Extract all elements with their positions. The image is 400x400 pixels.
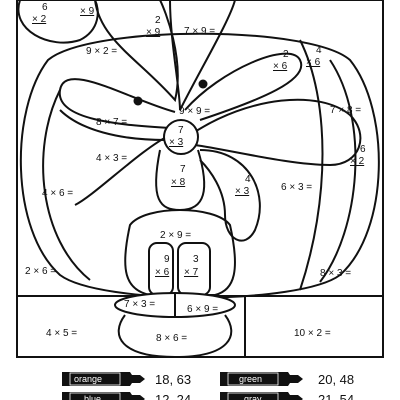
petal-right — [184, 52, 303, 121]
problem-bottom: × 6 — [155, 267, 170, 278]
problem-top: 9 — [164, 254, 170, 265]
lobe-left-2 — [59, 109, 166, 141]
problem-top: 6 — [360, 144, 366, 155]
problem-top: 6 — [42, 2, 48, 13]
key-green: green 20, 48 — [220, 372, 354, 387]
key-color-label: green — [239, 374, 262, 384]
problem-label: 4 × 5 = — [46, 328, 77, 339]
key-answers: 18, 63 — [155, 372, 191, 387]
problem-label: 4 × 3 = — [96, 153, 127, 164]
problem-label: 7 × 8 = — [330, 105, 361, 116]
problem-top: 2 — [283, 49, 289, 60]
crayon-label-band — [227, 392, 279, 400]
petal-top — [94, 0, 179, 103]
problem-label: 8 × 7 = — [96, 117, 127, 128]
lobe-right — [189, 98, 362, 167]
problem-label: 6 × 9 = — [187, 304, 218, 315]
pumpkin-outline — [19, 32, 380, 299]
problem-label: 6 × 3 = — [281, 182, 312, 193]
pumpkin-rib-left — [42, 89, 91, 281]
key-gray: gray 21, 54 — [220, 392, 354, 400]
key-orange: orange 18, 63 — [62, 372, 191, 387]
problem-label: 8 × 3 = — [320, 268, 351, 279]
problem-bottom: × 7 — [184, 267, 199, 278]
lobe-mid-right — [199, 149, 261, 242]
eye-left — [133, 96, 143, 106]
crayon-label-band — [69, 372, 121, 386]
problem-bottom: × 2 — [32, 14, 47, 25]
problem-label: 8 × 6 = — [156, 333, 187, 344]
key-answers: 20, 48 — [318, 372, 354, 387]
problem-bottom: × 3 — [235, 186, 250, 197]
problem-label: 10 × 2 = — [294, 328, 331, 339]
body — [124, 209, 236, 296]
problem-label: 9 × 9 = — [179, 106, 210, 117]
key-color-label: blue — [84, 394, 101, 400]
problem-bottom: × 6 — [273, 61, 288, 72]
pumpkin-rib-right — [319, 59, 357, 283]
crayon-label-band — [227, 372, 279, 386]
problem-top: 7 — [178, 125, 184, 136]
key-answers: 21, 54 — [318, 392, 354, 400]
crayon-label-band — [69, 392, 121, 400]
problem-bottom: × 9 — [80, 6, 95, 17]
problem-label: 7 × 3 = — [124, 299, 155, 310]
problem-label: 4 × 6 = — [42, 188, 73, 199]
problem-bottom: × 9 — [146, 27, 161, 38]
problem-label: 9 × 2 = — [86, 46, 117, 57]
problem-bottom: × 3 — [169, 137, 184, 148]
problem-bottom: × 2 — [350, 156, 365, 167]
problem-top: 3 — [193, 254, 199, 265]
key-blue: blue 12, 24 — [62, 392, 191, 400]
key-color-label: orange — [74, 374, 102, 384]
problem-top: 4 — [245, 174, 251, 185]
problem-label: 2 × 6 = — [25, 266, 56, 277]
petal-top-right — [169, 0, 236, 111]
page-border — [16, 0, 384, 358]
lobe-left — [74, 134, 171, 206]
problem-label: 2 × 9 = — [160, 230, 191, 241]
problem-top: 4 — [316, 45, 322, 56]
petal-left — [58, 78, 176, 129]
pot-body — [117, 314, 233, 359]
stem-center — [163, 119, 199, 155]
key-answers: 12, 24 — [155, 392, 191, 400]
problem-label: 7 × 9 = — [184, 26, 215, 37]
problem-top: 7 — [180, 164, 186, 175]
problem-bottom: × 6 — [306, 57, 321, 68]
problem-top: 2 — [155, 15, 161, 26]
pumpkin-rib-right-inner — [299, 39, 324, 291]
eye-right — [198, 79, 208, 89]
problem-bottom: × 8 — [171, 177, 186, 188]
key-color-label: gray — [244, 394, 262, 400]
